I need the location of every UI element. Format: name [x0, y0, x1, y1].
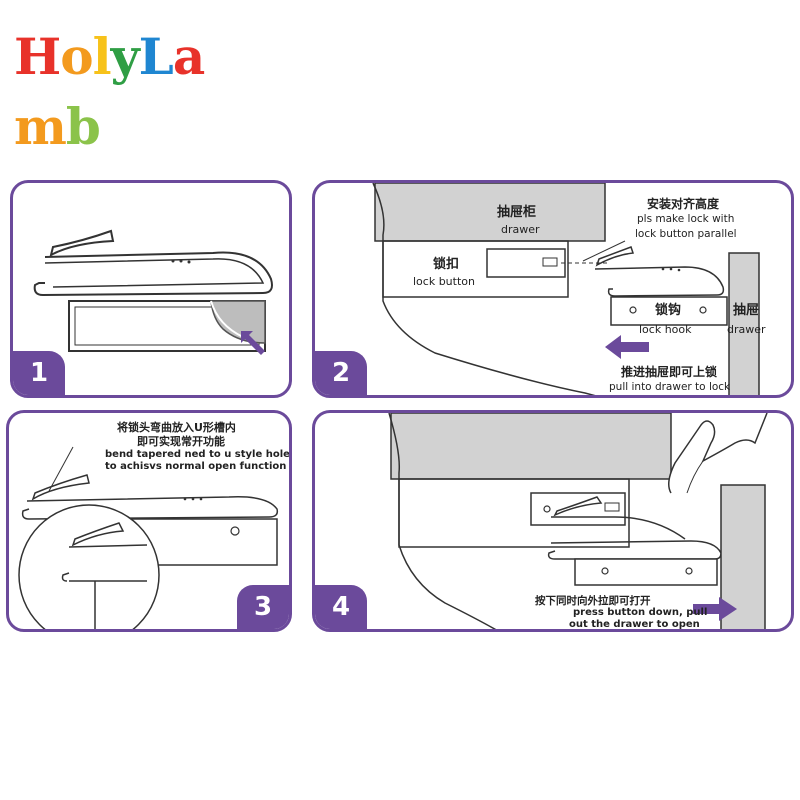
press-label-en-line-1: press button down, pull: [573, 607, 708, 618]
brand-logo-letter: y: [110, 27, 140, 86]
lock-hook-body: [33, 251, 273, 297]
drawer-cabinet-shape: [374, 183, 606, 242]
step-2-panel: 抽屉柜 drawer 锁扣 lock button 安装对齐高度 pls mak…: [312, 180, 794, 398]
step-number-badge: 1: [13, 351, 65, 395]
drawer-label-en: drawer: [727, 323, 766, 336]
lock-tip-shape: [49, 229, 115, 257]
step-2-illustration: [372, 183, 760, 395]
bend-label-cn-line-2: 即可实现常开功能: [137, 435, 225, 448]
brand-logo-letter: l: [92, 27, 112, 86]
step-4-illustration: [388, 413, 768, 629]
drawer-cabinet-label-en: drawer: [501, 223, 540, 236]
press-label-cn: 按下同时向外拉即可打开: [535, 595, 651, 607]
drawer-cabinet-label-cn: 抽屉柜: [497, 205, 537, 220]
hand-pressing-icon: [668, 413, 768, 494]
lock-hook-label-en: lock hook: [639, 323, 692, 336]
brand-logo-letter: a: [172, 27, 205, 86]
lock-button-label-en: lock button: [413, 275, 475, 288]
step-3-panel: 将锁头弯曲放入U形槽内 即可实现常开功能 bend tapered ned to…: [6, 410, 292, 632]
brand-logo-letter: H: [14, 27, 61, 86]
step-number-badge: 2: [315, 351, 367, 395]
push-label-cn: 推进抽屉即可上锁: [621, 365, 718, 379]
step-1-illustration: [33, 229, 273, 355]
step-1-panel: 1: [10, 180, 292, 398]
lock-button-label-cn: 锁扣: [433, 257, 460, 272]
lock-button-plate: [530, 492, 626, 526]
lock-hook-label-cn: 锁钩: [655, 303, 682, 318]
lock-hook-shape: [594, 266, 725, 297]
brand-logo-letter: b: [65, 97, 101, 156]
align-label-en-line-1: pls make lock with: [637, 213, 735, 225]
push-label-en: pull into drawer to lock: [609, 381, 731, 393]
magnifier-circle: [18, 504, 160, 629]
pull-arrow-icon: [693, 597, 737, 621]
brand-logo-letter: L: [138, 27, 174, 86]
brand-logo-letter: m: [14, 97, 67, 156]
lock-hook-shape: [547, 540, 722, 560]
brand-logo-letter: o: [60, 27, 93, 86]
drawer-label-cn: 抽屉: [733, 303, 760, 318]
brand-logo: HolyLa mb: [14, 22, 254, 156]
bend-label-cn-line-1: 将锁头弯曲放入U形槽内: [117, 421, 236, 434]
align-label-cn: 安装对齐高度: [647, 197, 720, 211]
step-4-panel: 按下同时向外拉即可打开 press button down, pull out …: [312, 410, 794, 632]
lock-hook-plate: [574, 558, 718, 586]
lock-hook-shape: [21, 496, 279, 520]
bend-label-en-line-1: bend tapered ned to u style hole: [105, 449, 290, 460]
drawer-cabinet-shape: [390, 413, 672, 480]
adhesive-peel-tab: [210, 300, 266, 344]
push-arrow-icon: [605, 335, 649, 359]
press-label-en-line-2: out the drawer to open: [569, 619, 700, 630]
lock-button-plate: [486, 248, 566, 278]
step-number-badge: 3: [237, 585, 289, 629]
step-3-illustration: [18, 446, 279, 629]
bend-label-en-line-2: to achisvs normal open function: [105, 461, 287, 472]
step-number-badge: 4: [315, 585, 367, 629]
align-label-en-line-2: lock button parallel: [635, 228, 737, 240]
drawer-side-shape: [728, 252, 760, 395]
peel-arrow-icon: [241, 331, 265, 355]
